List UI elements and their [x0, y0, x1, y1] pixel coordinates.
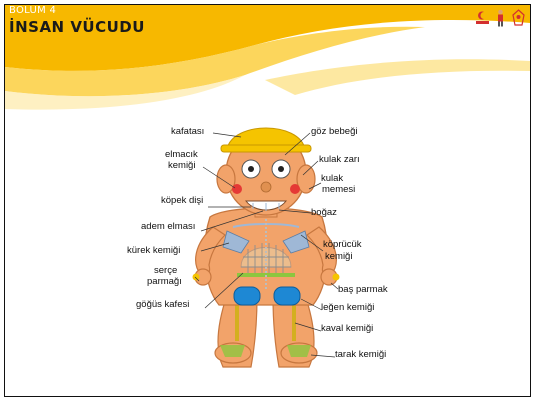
label-kopek-disi: köpek dişi [161, 195, 203, 206]
label-adem-elmasi: adem elması [141, 221, 195, 232]
label-kaval-kemigi: kaval kemiği [321, 323, 373, 334]
label-tarak-kemigi: tarak kemiği [335, 349, 386, 360]
label-goz-bebegi: göz bebeği [311, 126, 357, 137]
label-legen-kemigi: leğen kemiği [321, 302, 374, 313]
label-serce-line1: serçe [154, 265, 177, 276]
label-elmacik-line2: kemiği [168, 160, 195, 171]
slide-frame: BÖLÜM 4 İNSAN VÜCUDU [4, 4, 531, 397]
label-kulak-memesi-line1: kulak [321, 173, 343, 184]
label-bogaz: boğaz [311, 207, 337, 218]
label-serce-line2: parmağı [147, 276, 182, 287]
label-elmacik-line1: elmacık [165, 149, 198, 160]
label-kopruculuk-line2: kemiği [325, 251, 352, 262]
label-kulak-zari: kulak zarı [319, 154, 360, 165]
body-illustration [5, 5, 530, 396]
label-kopruculuk-line1: köprücük [323, 239, 362, 250]
label-kurek-kemigi: kürek kemiği [127, 245, 180, 256]
label-gogus-kafesi: göğüs kafesi [136, 299, 189, 310]
label-bas-parmak: baş parmak [338, 284, 388, 295]
label-kulak-memesi-line2: memesi [322, 184, 355, 195]
label-kafatasi: kafatası [171, 126, 204, 137]
